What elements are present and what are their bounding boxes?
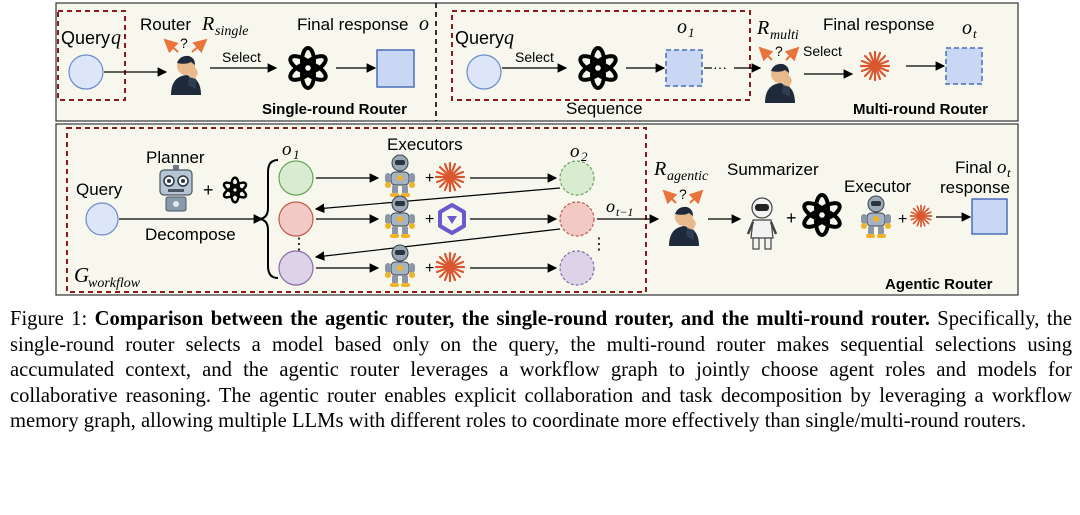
plus-sign: +	[203, 180, 214, 200]
response-square	[376, 49, 415, 88]
final-response-label: Final response	[823, 15, 935, 34]
planner-label: Planner	[146, 148, 205, 167]
plus-sign: +	[898, 211, 907, 228]
select-label: Select	[515, 49, 554, 65]
single-query-label: Query	[61, 28, 110, 48]
final-response-var: o	[419, 13, 429, 35]
workflow-sub: workflow	[88, 276, 141, 291]
executor-label: Executor	[844, 177, 911, 196]
o1-var: o	[282, 139, 292, 160]
query-circle	[85, 202, 119, 236]
agentic-router: Query Planner + Decompose o 1 ⋮ Executor…	[74, 135, 1011, 293]
executors-label: Executors	[387, 135, 463, 154]
query-circle	[466, 54, 502, 90]
ot1-var: o	[606, 196, 615, 216]
query-dashed-box	[57, 10, 126, 101]
caption-text: Specifically, the single-round router se…	[10, 308, 1072, 433]
ellipsis: ···	[713, 59, 727, 75]
agentic-router-title: Agentic Router	[885, 276, 993, 293]
plus-sign: +	[425, 170, 434, 187]
workflow-var: G	[74, 263, 89, 287]
o2-var: o	[570, 141, 580, 162]
response-square	[971, 198, 1008, 235]
o1-var: o	[677, 16, 687, 38]
claude-starburst-icon	[909, 204, 933, 228]
vdots: ⋮	[291, 236, 307, 253]
single-round-title: Single-round Router	[262, 101, 407, 118]
multi-query-var: q	[504, 27, 514, 49]
node-purple-dashed	[559, 250, 595, 286]
question-mark: ?	[180, 35, 188, 51]
plus-sign: +	[425, 211, 434, 228]
single-query-var: q	[111, 27, 121, 49]
final-response-sub: t	[973, 26, 977, 41]
claude-starburst-icon	[859, 50, 891, 82]
router-var: R	[756, 17, 769, 39]
node-purple	[278, 250, 314, 286]
orange-arrow	[662, 189, 678, 205]
top-panel	[55, 2, 1019, 122]
select-label: Select	[222, 49, 261, 65]
plus-sign: +	[786, 208, 797, 228]
router-sub: multi	[770, 28, 799, 43]
feedback-arrow	[314, 228, 561, 261]
orange-arrow	[688, 189, 704, 205]
o1-sub: 1	[688, 25, 695, 40]
multi-round-title: Multi-round Router	[853, 101, 988, 118]
final-response-var: o	[962, 17, 972, 39]
o2-sub: 2	[581, 149, 588, 164]
bottom-panel	[55, 123, 1019, 296]
caption-label: Figure 1:	[10, 308, 88, 330]
question-mark: ?	[679, 186, 687, 202]
node-green	[278, 160, 314, 196]
comparison-figure: Query q Router R single ? Select Final r…	[55, 2, 1019, 296]
vdots: ⋮	[591, 236, 607, 253]
o1-sub: 1	[293, 147, 300, 162]
agentic-query-label: Query	[76, 180, 123, 199]
ot1-sub: t−1	[616, 205, 633, 219]
multi-query-label: Query	[455, 28, 504, 48]
figure-caption: Figure 1: Comparison between the agentic…	[10, 307, 1072, 435]
router-label: Router	[140, 15, 191, 34]
router-var: R	[201, 13, 214, 35]
sequence-label: Sequence	[566, 99, 643, 118]
router-sub: agentic	[667, 169, 709, 184]
caption-bold: Comparison between the agentic router, t…	[94, 308, 930, 330]
brace	[257, 159, 279, 279]
response-square-dashed	[665, 49, 703, 87]
node-red	[278, 201, 314, 237]
response-square-dashed	[945, 47, 983, 85]
select-label: Select	[803, 43, 842, 59]
query-circle	[68, 54, 104, 90]
orange-arrow	[758, 46, 774, 62]
plus-sign: +	[425, 260, 434, 277]
node-green-dashed	[559, 160, 595, 196]
claude-starburst-icon	[434, 161, 466, 193]
final-label-2: response	[940, 178, 1010, 197]
decompose-label: Decompose	[145, 225, 236, 244]
summarizer-label: Summarizer	[727, 160, 819, 179]
feedback-arrow	[314, 187, 561, 214]
orange-arrow	[191, 38, 208, 54]
final-response-label: Final response	[297, 15, 409, 34]
question-mark: ?	[775, 43, 783, 59]
orange-arrow	[784, 46, 800, 62]
router-var: R	[653, 158, 666, 180]
orange-arrow	[163, 38, 179, 54]
workflow-dashed-box	[66, 127, 647, 293]
sequence-dashed-box	[451, 10, 751, 101]
single-round-router: Query q Router R single ? Select Final r…	[57, 10, 429, 118]
final-sub: t	[1007, 165, 1011, 180]
final-label-1: Final	[955, 158, 992, 177]
claude-starburst-icon	[434, 251, 466, 283]
node-red-dashed	[559, 201, 595, 237]
router-sub: single	[215, 24, 248, 39]
final-var: o	[997, 157, 1007, 178]
multi-round-router: Query q Select o 1 ··· Sequence R multi …	[451, 10, 988, 118]
